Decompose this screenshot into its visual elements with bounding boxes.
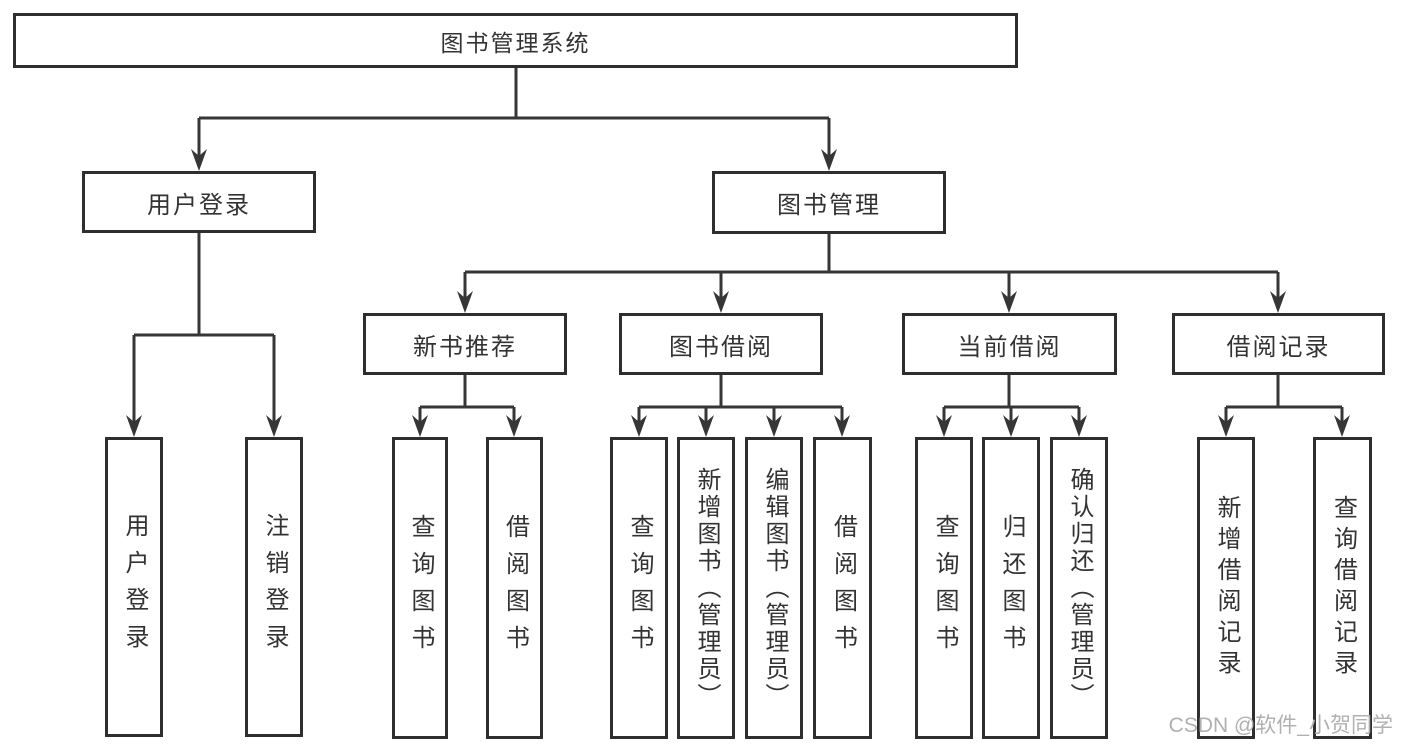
connector-book-borrow xyxy=(637,375,844,422)
node-label: 用户登录 xyxy=(147,191,251,219)
csdn-watermark: CSDN @软件_小贺同学 xyxy=(1168,714,1393,737)
arrowhead xyxy=(936,415,952,437)
arrowhead xyxy=(126,415,142,437)
node-label: 当前借阅 xyxy=(957,333,1062,361)
connector-book-management xyxy=(463,234,1280,298)
node-leaf-query-books-1: 查询图书 xyxy=(392,437,448,739)
node-leaf-query-books-2: 查询图书 xyxy=(610,437,668,739)
node-label: 确认归还（管理员） xyxy=(1066,466,1093,710)
connector-new-book xyxy=(418,375,516,422)
node-leaf-confirm-return-admin: 确认归还（管理员） xyxy=(1050,437,1108,739)
arrowhead xyxy=(191,149,207,171)
node-label: 图书管理系统 xyxy=(440,29,591,56)
node-label: 用户登录 xyxy=(121,513,148,661)
node-label: 借阅图书 xyxy=(829,514,857,662)
node-leaf-query-books-3: 查询图书 xyxy=(915,437,973,739)
arrowhead xyxy=(1218,415,1234,437)
arrowhead xyxy=(631,415,647,437)
node-label: 编辑图书（管理员） xyxy=(761,466,788,710)
node-label: 查询借阅记录 xyxy=(1329,495,1357,681)
arrowhead xyxy=(698,415,714,437)
node-label: 图书借阅 xyxy=(669,333,773,361)
arrowhead xyxy=(766,415,782,437)
node-leaf-borrow-books-2: 借阅图书 xyxy=(813,437,872,739)
connector-root xyxy=(197,68,831,156)
arrowhead xyxy=(821,149,837,171)
arrowhead xyxy=(1071,415,1087,437)
node-label: 查询图书 xyxy=(626,514,653,662)
arrowhead xyxy=(1334,415,1350,437)
arrowhead xyxy=(457,291,473,313)
node-book-borrow: 图书借阅 xyxy=(619,313,823,375)
node-label: 查询图书 xyxy=(407,514,434,662)
node-label: 注销登录 xyxy=(261,513,288,661)
node-label: 新书推荐 xyxy=(413,333,517,361)
arrowhead xyxy=(266,415,282,437)
arrowhead xyxy=(834,415,850,437)
node-user-login-group: 用户登录 xyxy=(82,171,316,233)
node-leaf-borrow-books-1: 借阅图书 xyxy=(486,437,543,739)
node-book-management: 图书管理 xyxy=(712,171,946,234)
node-label: 新增图书（管理员） xyxy=(693,466,720,710)
node-label: 归还图书 xyxy=(998,514,1025,662)
node-label: 借阅图书 xyxy=(501,514,529,662)
node-leaf-add-borrow-record: 新增借阅记录 xyxy=(1197,437,1255,739)
node-current-borrow: 当前借阅 xyxy=(902,313,1117,375)
node-borrow-record: 借阅记录 xyxy=(1172,313,1385,375)
connector-user-login xyxy=(132,233,276,422)
node-leaf-edit-book-admin: 编辑图书（管理员） xyxy=(745,437,803,739)
arrowhead xyxy=(713,291,729,313)
node-label: 新增借阅记录 xyxy=(1213,495,1240,681)
connector-current-borrow xyxy=(942,375,1081,422)
node-label: 查询图书 xyxy=(931,514,958,662)
node-label: 借阅记录 xyxy=(1226,333,1331,361)
arrowhead xyxy=(1001,291,1017,313)
node-leaf-return-book: 归还图书 xyxy=(982,437,1040,739)
node-leaf-add-book-admin: 新增图书（管理员） xyxy=(677,437,735,739)
arrowhead xyxy=(412,415,428,437)
node-new-book-recommend: 新书推荐 xyxy=(363,313,567,375)
node-leaf-logout: 注销登录 xyxy=(245,437,303,737)
arrowhead xyxy=(506,415,522,437)
arrowhead xyxy=(1003,415,1019,437)
node-leaf-user-login: 用户登录 xyxy=(105,437,163,737)
node-library-system: 图书管理系统 xyxy=(13,13,1018,68)
connector-borrow-record xyxy=(1224,375,1344,422)
node-label: 图书管理 xyxy=(777,192,881,219)
node-leaf-query-borrow-record: 查询借阅记录 xyxy=(1313,437,1372,739)
arrowhead xyxy=(1270,291,1286,313)
